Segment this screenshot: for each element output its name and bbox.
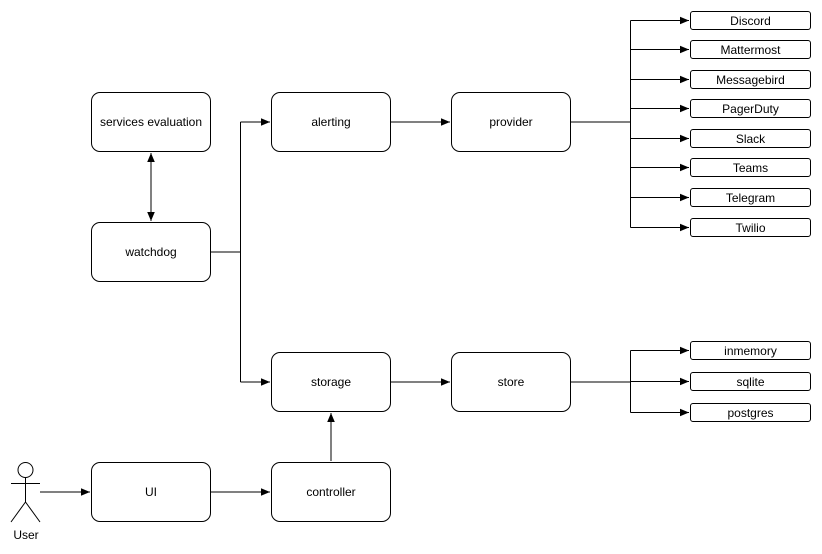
- leaf-store-inmemory: inmemory: [690, 341, 811, 360]
- edge-store-fanout-trunk: [571, 350, 631, 413]
- user-actor-icon: [10, 462, 41, 523]
- leaf-provider-teams: Teams: [690, 158, 811, 177]
- node-ui: UI: [91, 462, 211, 522]
- node-services-evaluation: services evaluation: [91, 92, 211, 152]
- leaf-provider-discord: Discord: [690, 11, 811, 30]
- node-watchdog: watchdog: [91, 222, 211, 282]
- edge-provider-fanout-trunk: [571, 20, 631, 228]
- actor-label: User: [13, 528, 39, 542]
- edge-watchdog-branch-trunk: [211, 122, 241, 382]
- leaf-provider-twilio: Twilio: [690, 218, 811, 237]
- node-controller: controller: [271, 462, 391, 522]
- node-storage: storage: [271, 352, 391, 412]
- leaf-provider-slack: Slack: [690, 129, 811, 148]
- node-alerting: alerting: [271, 92, 391, 152]
- node-provider: provider: [451, 92, 571, 152]
- node-store: store: [451, 352, 571, 412]
- leaf-store-sqlite: sqlite: [690, 372, 811, 391]
- leaf-provider-messagebird: Messagebird: [690, 70, 811, 89]
- leaf-provider-mattermost: Mattermost: [690, 40, 811, 59]
- leaf-store-postgres: postgres: [690, 403, 811, 422]
- leaf-provider-telegram: Telegram: [690, 188, 811, 207]
- leaf-provider-pagerduty: PagerDuty: [690, 99, 811, 118]
